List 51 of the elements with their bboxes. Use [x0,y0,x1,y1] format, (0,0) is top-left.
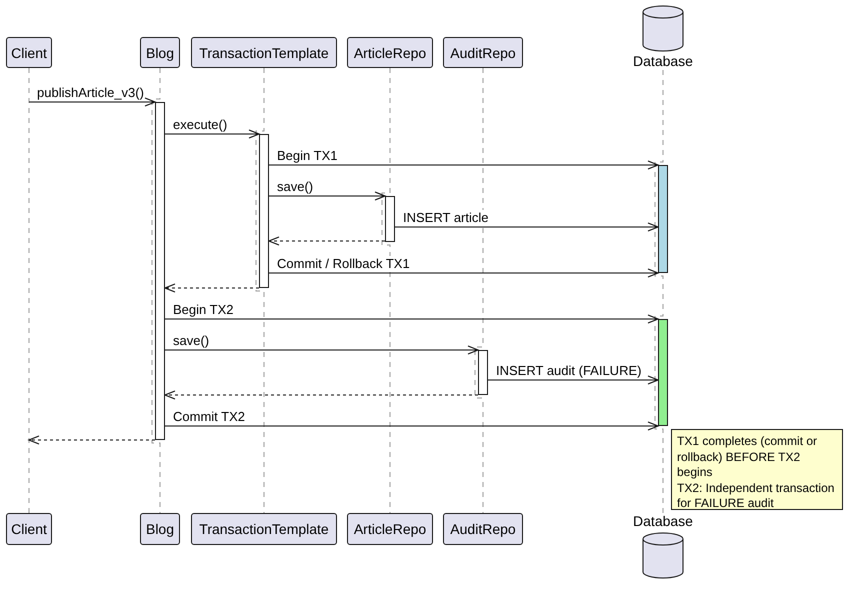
participant-box: Client [6,37,52,68]
activation-bar [658,319,668,426]
lifeline [474,68,484,514]
message-arrow [28,97,156,107]
participant-box: AuditRepo [443,37,523,68]
message-arrow [488,375,659,385]
activation-bar [658,165,668,273]
return-arrow [164,390,478,400]
lifeline [256,68,264,514]
participant-box: Client [6,513,52,545]
message-arrow [268,268,659,278]
message-arrow [164,314,659,324]
lifeline [28,68,30,514]
message-label: Commit / Rollback TX1 [277,256,410,271]
message-arrow [164,421,659,431]
participant-label: Database [632,513,694,529]
activation-bar [155,102,165,440]
note-card [671,429,843,510]
message-label: execute() [173,117,228,132]
message-label: publishArticle_v3() [37,85,144,100]
participant-box: ArticleRepo [347,513,433,545]
message-arrow [394,222,659,232]
participant-box: TransactionTemplate [191,37,337,68]
note-text: TX2: Independent transaction for FAILURE audit [677,480,836,512]
participant-box: AuditRepo [443,513,523,545]
participant-box: Blog [140,37,180,68]
message-label: save() [173,333,210,348]
participant-box: TransactionTemplate [191,513,337,545]
participant-box: Blog [140,513,180,545]
lifeline [654,70,664,514]
return-arrow [164,283,260,293]
message-arrow [164,129,260,139]
note-text: TX1 completes (commit or rollback) BEFORE TX2 begins [677,434,818,480]
return-arrow [268,236,386,246]
message-label: INSERT article [403,210,488,225]
message-label: Begin TX1 [277,148,338,163]
participant-label: Database [632,53,694,69]
message-label: save() [277,179,314,194]
message-arrow [268,191,386,201]
participant-box: ArticleRepo [347,37,433,68]
lifeline [152,68,160,514]
message-label: INSERT audit (FAILURE) [496,363,642,378]
message-arrow [164,345,479,355]
activation-bar [478,350,488,395]
message-label: Commit TX2 [173,409,245,424]
message-label: Begin TX2 [173,302,234,317]
activation-bar [385,196,395,242]
lifeline [382,68,390,514]
return-arrow [28,435,156,445]
message-arrow [268,160,659,170]
activation-bar [259,134,269,288]
